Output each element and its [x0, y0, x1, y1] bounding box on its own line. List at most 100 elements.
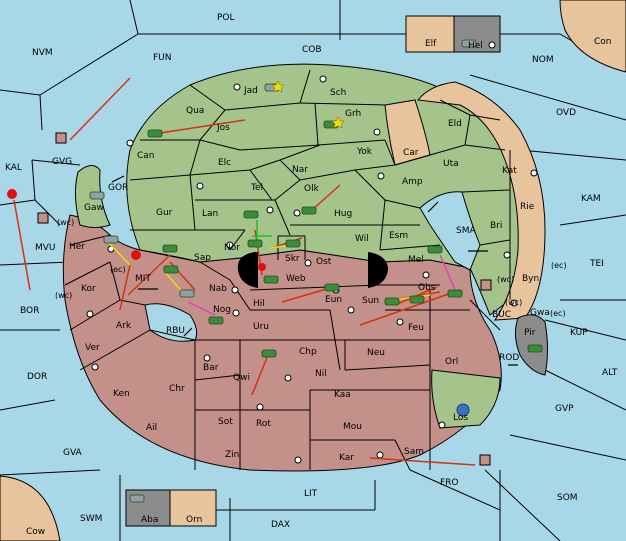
label-wc-4: (wc)	[505, 298, 522, 307]
los-fleet-marker	[456, 403, 470, 417]
label-feu: Feu	[408, 323, 424, 333]
label-kar: Kar	[339, 453, 354, 463]
label-lan: Lan	[202, 209, 218, 219]
label-skr: Skr	[285, 254, 300, 264]
label-ovd: OVD	[556, 108, 576, 118]
label-rbu: RBU	[166, 326, 185, 336]
label-mou: Mou	[343, 422, 362, 432]
label-kup: KUP	[570, 328, 588, 338]
label-car: Car	[403, 148, 419, 158]
label-chp: Chp	[299, 347, 317, 357]
label-kat: Kat	[502, 166, 517, 176]
passage-right	[368, 252, 388, 288]
label-tei: TEI	[589, 259, 604, 269]
supply-centers	[86, 41, 538, 464]
label-web: Web	[286, 274, 306, 284]
label-bri: Bri	[490, 221, 502, 231]
star-markers	[271, 80, 345, 129]
sea-passage-arrows	[111, 175, 518, 366]
label-mit: MIT	[135, 274, 151, 284]
label-ark: Ark	[116, 321, 132, 331]
label-sch: Sch	[330, 88, 346, 98]
label-fro: FRO	[440, 478, 459, 488]
label-yok: Yok	[356, 147, 373, 157]
label-nar: Nar	[292, 165, 308, 175]
label-gaw: Gaw	[84, 203, 104, 213]
label-uru: Uru	[253, 322, 269, 332]
label-bar: Bar	[203, 363, 219, 373]
passage-left	[237, 252, 258, 288]
label-gor: GOR	[108, 183, 128, 193]
label-gvp: GVP	[555, 404, 574, 414]
label-mel: Mel	[408, 255, 424, 265]
label-aba: Aba	[141, 515, 158, 525]
label-lit: LIT	[304, 489, 318, 499]
label-byn: Byn	[522, 274, 539, 284]
label-obs: Obs	[418, 283, 436, 293]
label-orn: Orn	[186, 515, 202, 525]
territory-los[interactable]	[431, 369, 501, 429]
label-fun: FUN	[153, 53, 172, 63]
label-con: Con	[594, 37, 612, 47]
label-wil: Wil	[355, 234, 369, 244]
label-swm: SWM	[80, 514, 102, 524]
label-hil: Hil	[253, 299, 265, 309]
label-dor: DOR	[27, 372, 47, 382]
territory-orn[interactable]	[169, 489, 217, 527]
territory-elf[interactable]	[405, 15, 455, 53]
label-nom: NOM	[532, 55, 554, 65]
label-gur: Gur	[156, 208, 173, 218]
label-nor: Nor	[224, 243, 240, 253]
label-eun: Eun	[325, 295, 342, 305]
label-esm: Esm	[389, 231, 408, 241]
label-jad: Jad	[243, 86, 258, 96]
label-ost: Ost	[316, 257, 332, 267]
label-olk: Olk	[304, 184, 320, 194]
label-rod: ROD	[499, 353, 519, 363]
label-gvg: GVG	[52, 157, 72, 167]
label-kal: KAL	[5, 163, 22, 173]
label-nil: Nil	[315, 369, 327, 379]
owner-markers	[37, 132, 492, 466]
label-ken: Ken	[113, 389, 130, 399]
label-sun: Sun	[362, 296, 379, 306]
label-cob: COB	[302, 45, 322, 55]
label-buc: BUC	[492, 310, 511, 320]
sea-sma[interactable]	[419, 191, 481, 271]
label-sot: Sot	[218, 417, 233, 427]
label-gwa: Gwa	[530, 308, 550, 318]
label-rot: Rot	[256, 419, 271, 429]
label-tel: Tel	[250, 183, 263, 193]
label-sma: SMA	[456, 226, 476, 236]
label-neu: Neu	[367, 348, 385, 358]
label-eld: Eld	[448, 119, 462, 129]
label-ver: Ver	[85, 343, 100, 353]
label-her: Her	[69, 242, 85, 252]
label-wc-2: (wc)	[55, 291, 72, 300]
label-hug: Hug	[334, 209, 352, 219]
label-nvm: NVM	[32, 48, 53, 58]
label-hel: Hel	[468, 41, 483, 51]
label-jos: Jos	[216, 123, 230, 133]
label-nab: Nab	[209, 284, 227, 294]
label-kam: KAM	[581, 194, 601, 204]
label-cow: Cow	[26, 527, 45, 537]
label-kor: Kor	[81, 284, 96, 294]
label-zin: Zin	[225, 450, 239, 460]
label-wc-3: (wc)	[497, 275, 514, 284]
label-uta: Uta	[443, 159, 459, 169]
label-grh: Grh	[345, 109, 361, 119]
label-los: Los	[453, 413, 468, 423]
label-sam: Sam	[404, 447, 424, 457]
dislodge-bursts	[7, 189, 266, 271]
tan-east	[417, 81, 546, 321]
label-mvu: MVU	[35, 243, 56, 253]
label-gva: GVA	[63, 448, 83, 458]
label-som: SOM	[557, 493, 578, 503]
label-ec-1: (ec)	[110, 265, 126, 274]
territory-con[interactable]	[559, 0, 626, 73]
label-can: Can	[137, 151, 155, 161]
label-ec-2: (ec)	[551, 261, 567, 270]
